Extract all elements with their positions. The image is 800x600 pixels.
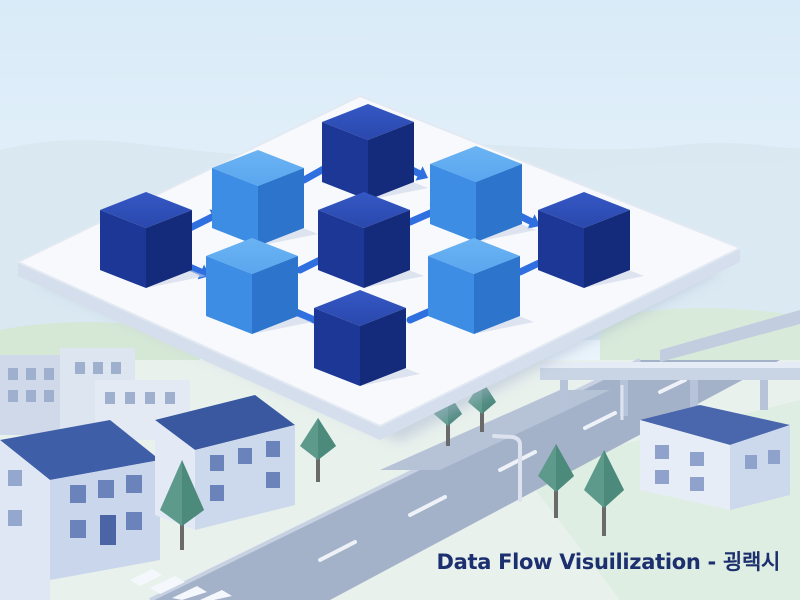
tree-icon (300, 418, 336, 482)
side-street (380, 390, 610, 470)
caption-title: Data Flow Visuilization - 굉랙시 (436, 550, 780, 574)
streetlight-icon (492, 385, 624, 502)
tree-icon (160, 460, 204, 550)
overpass (540, 310, 800, 416)
data-node-dark (314, 290, 420, 386)
tree-icon (584, 450, 624, 536)
data-node-dark (318, 192, 424, 288)
data-node-light (428, 238, 534, 334)
crosswalk (130, 569, 232, 600)
house-front-left (0, 420, 160, 600)
data-node-dark (322, 104, 428, 200)
data-node-cubes (100, 104, 644, 386)
tree-icon (538, 444, 574, 518)
house-right (640, 405, 790, 510)
data-node-light (212, 150, 318, 246)
house-middle (155, 395, 295, 530)
lane-markings (318, 378, 687, 562)
data-node-light (430, 146, 536, 242)
data-node-dark (100, 192, 206, 288)
data-node-dark (538, 192, 644, 288)
data-node-light (206, 238, 312, 334)
